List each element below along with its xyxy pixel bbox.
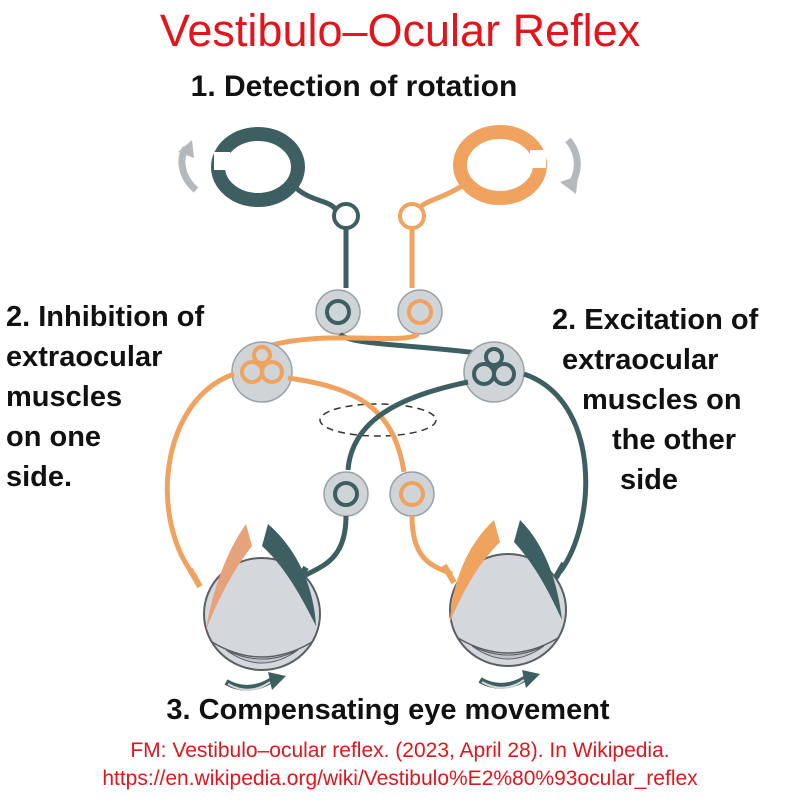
page-title: Vestibulo–Ocular Reflex [159, 5, 641, 56]
rotation-arrow-icon-right [560, 137, 581, 194]
motor-nucleus-right [463, 341, 525, 403]
vestibular-nucleus-right [397, 289, 443, 335]
inhibition-line: extraocular [6, 341, 163, 373]
step1-label: 1. Detection of rotation [190, 70, 518, 103]
midline-decussation [319, 403, 437, 437]
citation-line: FM: Vestibulo–ocular reflex. (2023, Apri… [130, 739, 670, 762]
eye-movement-arrow-icon-right [478, 670, 540, 689]
vestibular-nucleus-left [315, 289, 361, 335]
inhibition-line: 2. Inhibition of [6, 301, 205, 333]
motor-nucleus-left [231, 341, 293, 403]
inhibition-line: side. [6, 461, 73, 493]
ganglion-cell-left [332, 202, 360, 230]
excitation-label: 2. Excitation of extraocular muscles on … [552, 300, 758, 500]
excitation-line: the other [612, 424, 737, 456]
semicircular-canal-icon-right [453, 125, 547, 205]
eye-movement-arrow-icon-left [224, 672, 286, 691]
inhibition-line: muscles [6, 381, 123, 413]
eyeball-icon-left [203, 524, 321, 671]
ganglion-cell-right [398, 202, 426, 230]
inhibition-line: on one [6, 421, 102, 453]
citation-url[interactable]: https://en.wikipedia.org/wiki/Vestibulo%… [102, 767, 698, 790]
semicircular-canal-icon-left [211, 127, 305, 207]
eyeball-icon-right [449, 520, 567, 667]
excitation-line: side [620, 464, 679, 496]
excitation-line: muscles on [582, 384, 742, 416]
step3-label: 3. Compensating eye movement [166, 694, 610, 726]
excitation-line: extraocular [562, 344, 719, 376]
oculomotor-nucleus-left [323, 471, 369, 517]
oculomotor-nucleus-right [389, 471, 435, 517]
inhibition-label: 2. Inhibition of extraocular muscles on … [6, 297, 204, 497]
rotation-arrow-icon-left [178, 140, 199, 193]
excitation-line: 2. Excitation of [552, 304, 759, 336]
